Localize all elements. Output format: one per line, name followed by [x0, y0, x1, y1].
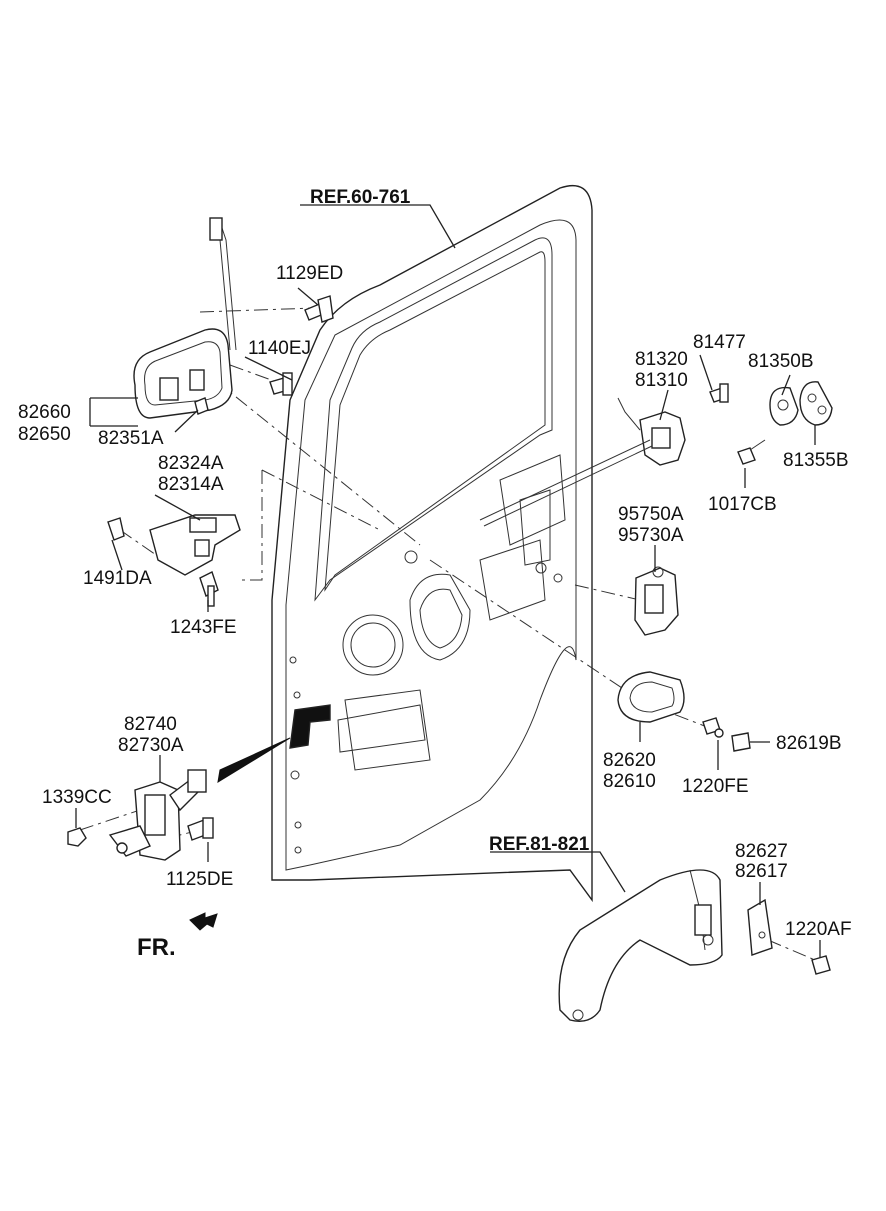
label-1140EJ: 1140EJ	[248, 338, 311, 359]
front-direction-arrow-icon	[189, 912, 218, 931]
label-82351A: 82351A	[98, 428, 164, 449]
striker-81350B	[769, 386, 799, 426]
label-82610: 82610	[603, 771, 656, 792]
label-82660: 82660	[18, 402, 71, 423]
label-1491DA: 1491DA	[83, 568, 152, 589]
cap-82619B	[731, 732, 751, 752]
screw-1220AF	[811, 955, 831, 975]
ref-door-label: REF.60-761	[310, 187, 411, 208]
leader-lines	[75, 204, 821, 958]
label-82730A: 82730A	[118, 735, 184, 756]
label-82650: 82650	[18, 424, 71, 445]
label-82627: 82627	[735, 841, 788, 862]
label-82314A: 82314A	[158, 474, 224, 495]
label-1129ED: 1129ED	[276, 263, 343, 284]
label-81477: 81477	[693, 332, 746, 353]
label-95750A: 95750A	[618, 504, 684, 525]
label-1220FE: 1220FE	[682, 776, 749, 797]
lock-actuator	[634, 566, 679, 636]
label-81310: 81310	[635, 370, 688, 391]
label-1125DE: 1125DE	[166, 869, 233, 890]
screw-1220FE	[702, 717, 724, 738]
screw-1129ED	[304, 295, 334, 323]
label-1243FE: 1243FE	[170, 617, 237, 638]
label-1339CC: 1339CC	[42, 787, 112, 808]
screw-1140EJ	[269, 372, 293, 396]
door-checker	[108, 769, 207, 861]
label-81355B: 81355B	[783, 450, 849, 471]
label-1220AF: 1220AF	[785, 919, 852, 940]
door-latch	[479, 397, 686, 527]
label-81350B: 81350B	[748, 351, 814, 372]
labels: REF.60-761 REF.81-821 FR. 1129ED 1140EJ …	[18, 187, 852, 961]
inside-handle	[617, 671, 685, 723]
label-82620: 82620	[603, 750, 656, 771]
ref-garnish-label: REF.81-821	[489, 834, 590, 855]
label-82619B: 82619B	[776, 733, 842, 754]
screw-1017CB	[737, 439, 766, 465]
direction-marker: FR.	[137, 934, 176, 961]
outside-handle	[133, 217, 237, 419]
label-82740: 82740	[124, 714, 177, 735]
cover-82627	[747, 898, 773, 956]
door-panel	[271, 184, 593, 903]
label-95730A: 95730A	[618, 525, 684, 546]
nut-1339CC	[67, 827, 87, 847]
clip-82351A	[194, 397, 209, 415]
label-82617: 82617	[735, 861, 788, 882]
bolt-1125DE	[187, 817, 214, 841]
screw-81477	[709, 383, 729, 403]
handle-bracket	[107, 514, 241, 607]
label-81320: 81320	[635, 349, 688, 370]
checker-pointer	[217, 737, 291, 783]
rear-garnish	[558, 869, 723, 1022]
label-1017CB: 1017CB	[708, 494, 777, 515]
shim-81355B	[799, 381, 833, 426]
label-82324A: 82324A	[158, 453, 224, 474]
